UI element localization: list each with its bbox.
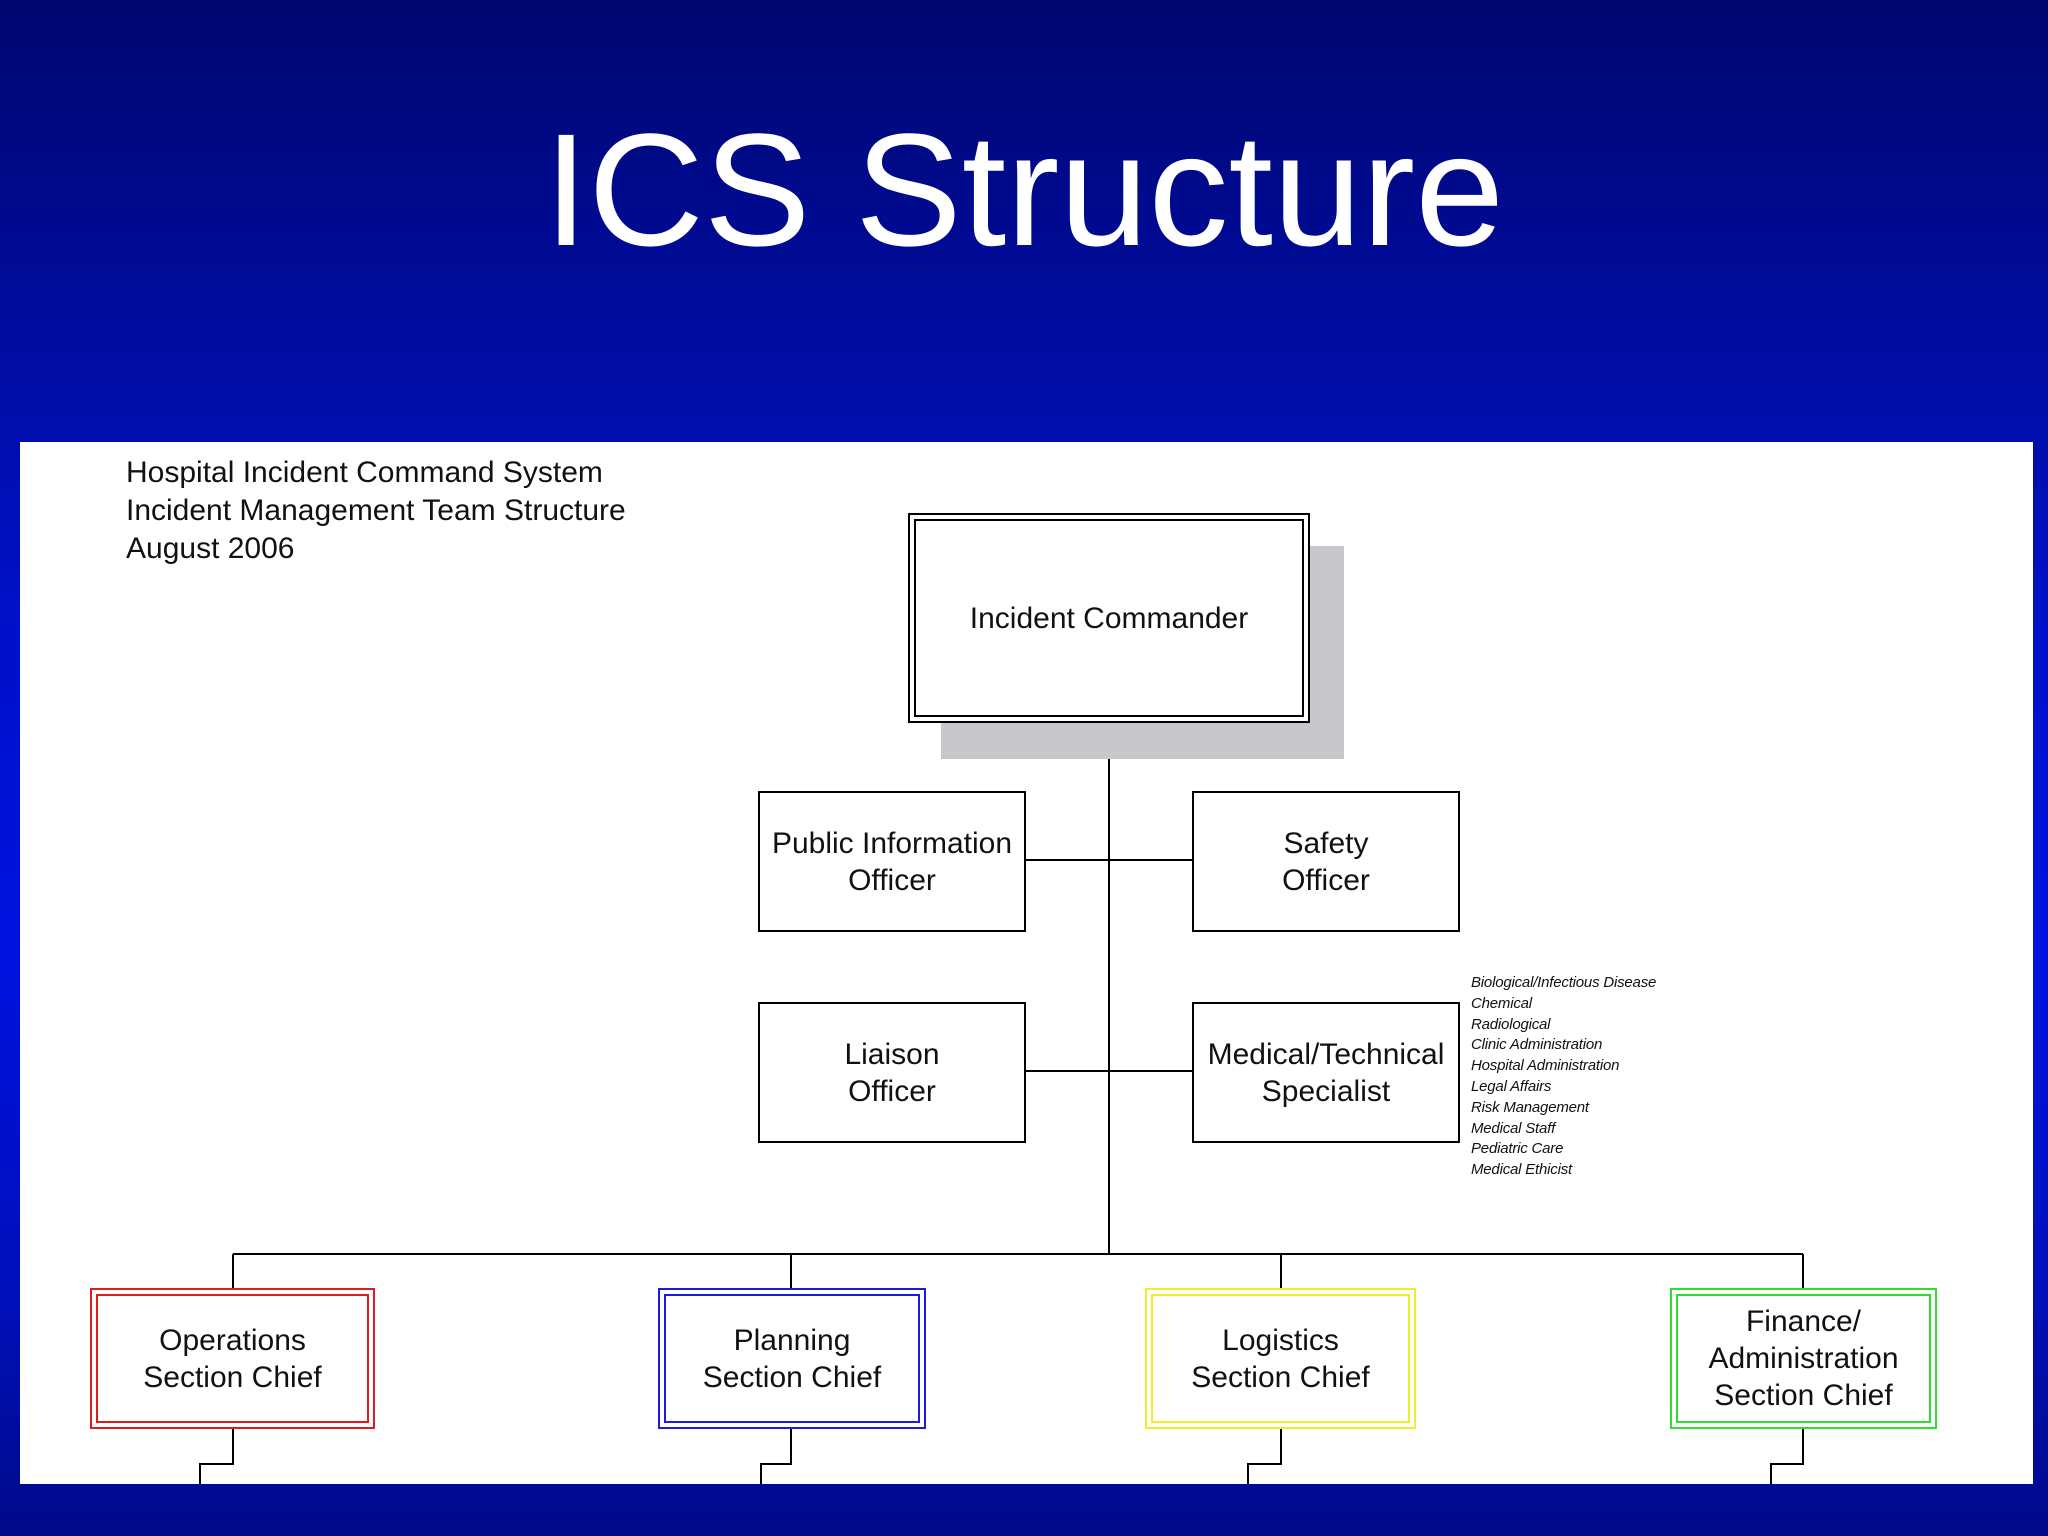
stub-logistics bbox=[1247, 1428, 1282, 1484]
specialist-area-item: Medical Ethicist bbox=[1471, 1161, 1573, 1179]
connector-lines bbox=[199, 720, 1804, 1484]
stub-planning bbox=[760, 1428, 792, 1484]
specialist-area-item: Legal Affairs bbox=[1471, 1077, 1552, 1095]
liaison-officer-label: Liaison Officer bbox=[844, 1037, 940, 1108]
caption-line: Hospital Incident Command System bbox=[126, 456, 603, 489]
operations-section-chief-label: Operations Section Chief bbox=[143, 1323, 322, 1394]
stub-operations bbox=[199, 1428, 234, 1484]
incident-commander-label: Incident Commander bbox=[969, 601, 1249, 635]
specialist-area-item: Biological/Infectious Disease bbox=[1471, 974, 1657, 991]
planning-section-chief-label: Planning Section Chief bbox=[702, 1323, 882, 1394]
specialist-areas-list: Biological/Infectious Disease Chemical R… bbox=[1471, 973, 1656, 1181]
logistics-section-chief-label: Logistics Section Chief bbox=[1191, 1323, 1370, 1394]
caption-line: August 2006 bbox=[126, 532, 295, 565]
specialist-area-item: Clinic Administration bbox=[1471, 1036, 1603, 1054]
public-information-officer-box: Public Information Officer bbox=[758, 791, 1026, 932]
specialist-area-item: Pediatric Care bbox=[1471, 1140, 1564, 1158]
document-caption: Hospital Incident Command System Inciden… bbox=[126, 454, 626, 568]
planning-section-chief-box: Planning Section Chief bbox=[658, 1288, 926, 1429]
medical-technical-specialist-box: Medical/Technical Specialist bbox=[1192, 1002, 1460, 1143]
org-chart-panel: Hospital Incident Command System Inciden… bbox=[20, 442, 2033, 1484]
specialist-area-item: Chemical bbox=[1471, 994, 1532, 1012]
specialist-area-item: Risk Management bbox=[1471, 1098, 1589, 1116]
slide-title: ICS Structure bbox=[543, 100, 1505, 279]
liaison-officer-box: Liaison Officer bbox=[758, 1002, 1026, 1143]
logistics-section-chief-box: Logistics Section Chief bbox=[1145, 1288, 1416, 1429]
finance-administration-section-chief-label: Finance/ Administration Section Chief bbox=[1708, 1305, 1899, 1412]
stub-finance bbox=[1770, 1428, 1804, 1484]
incident-commander-box: Incident Commander bbox=[908, 513, 1310, 723]
specialist-area-item: Radiological bbox=[1471, 1015, 1551, 1033]
finance-administration-section-chief-box: Finance/ Administration Section Chief bbox=[1670, 1288, 1937, 1429]
operations-section-chief-box: Operations Section Chief bbox=[90, 1288, 375, 1429]
specialist-area-item: Medical Staff bbox=[1471, 1119, 1556, 1137]
specialist-area-item: Hospital Administration bbox=[1471, 1057, 1620, 1075]
safety-officer-label: Safety Officer bbox=[1282, 826, 1370, 897]
caption-line: Incident Management Team Structure bbox=[126, 494, 626, 527]
medical-technical-specialist-label: Medical/Technical Specialist bbox=[1207, 1037, 1445, 1108]
public-information-officer-label: Public Information Officer bbox=[771, 826, 1013, 897]
safety-officer-box: Safety Officer bbox=[1192, 791, 1460, 932]
